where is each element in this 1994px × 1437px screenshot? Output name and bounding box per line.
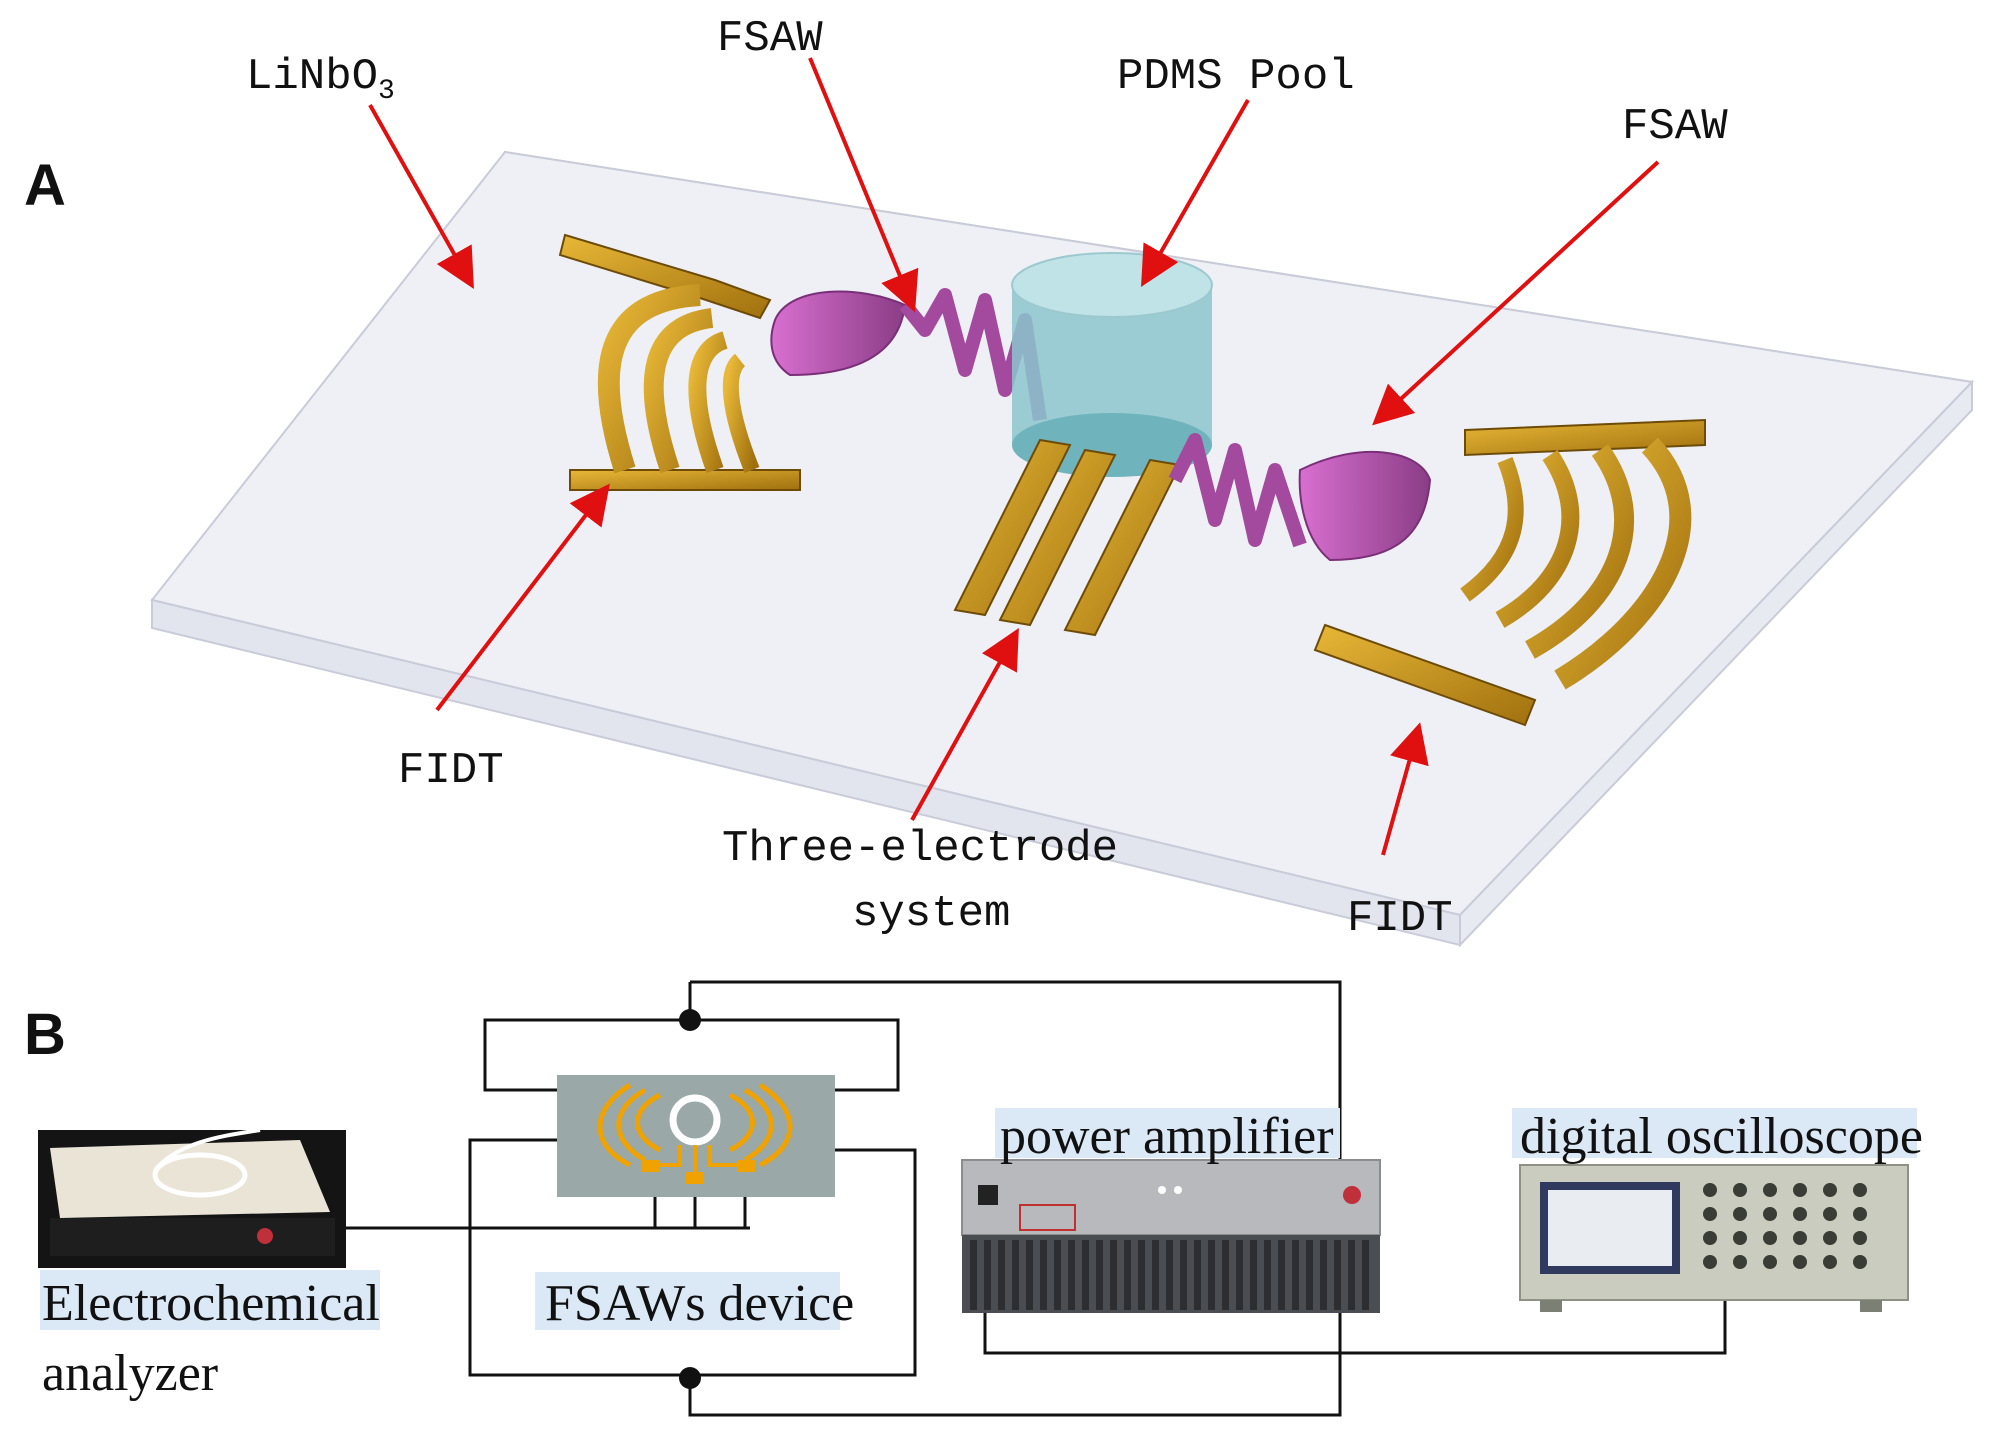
oscilloscope-knob — [1853, 1207, 1867, 1221]
oscilloscope-knob — [1793, 1183, 1807, 1197]
junction-bottom — [679, 1367, 701, 1389]
oscilloscope-knob — [1703, 1183, 1717, 1197]
arrow-fidt-left — [435, 483, 610, 712]
fsaws-device — [557, 1075, 835, 1197]
arrow-three-electrode — [910, 628, 1019, 821]
three-electrode-system — [953, 438, 1182, 637]
junction-top — [679, 1009, 701, 1031]
fidt-left — [558, 233, 801, 491]
heatsink-fin — [1278, 1240, 1285, 1310]
oscilloscope-knob — [1703, 1231, 1717, 1245]
pdms-pool-label: PDMS Pool — [1117, 52, 1355, 102]
oscilloscope-knobs — [1703, 1183, 1867, 1269]
fsaw-left-label: FSAW — [717, 14, 823, 64]
heatsink-fin — [1348, 1240, 1355, 1310]
heatsink-fin — [1334, 1240, 1341, 1310]
oscilloscope-knob — [1853, 1255, 1867, 1269]
heatsink-fin — [1152, 1240, 1159, 1310]
arrow-linbo3 — [368, 104, 474, 289]
oscilloscope-knob — [1853, 1183, 1867, 1197]
heatsink-fin — [1250, 1240, 1257, 1310]
power-amplifier — [961, 1159, 1381, 1313]
oscilloscope-knob — [1703, 1207, 1717, 1221]
heatsink-fin — [1222, 1240, 1229, 1310]
fidt-right — [1313, 418, 1706, 727]
heatsink-fin — [1320, 1240, 1327, 1310]
oscilloscope-knob — [1733, 1207, 1747, 1221]
heatsink-fin — [1194, 1240, 1201, 1310]
circuit-wires — [345, 980, 1727, 1417]
heatsink-fin — [1110, 1240, 1117, 1310]
fsaw-wave-right — [1168, 433, 1432, 562]
panel-a: A — [24, 14, 1975, 948]
heatsink-fin — [1026, 1240, 1033, 1310]
heatsink-fin — [1208, 1240, 1215, 1310]
heatsink-fin — [1124, 1240, 1131, 1310]
electrochemical-label-highlight — [40, 1270, 380, 1330]
arrow-fsaw-left — [808, 57, 919, 313]
heatsink-fin — [1236, 1240, 1243, 1310]
heatsink-fin — [1040, 1240, 1047, 1310]
heatsink-fin — [1054, 1240, 1061, 1310]
fidt-right-label: FIDT — [1347, 894, 1453, 944]
panel-a-letter: A — [24, 153, 66, 218]
linbo3-label: LiNbO3 — [246, 52, 395, 107]
heatsink-fins — [970, 1240, 1369, 1310]
heatsink-fin — [1082, 1240, 1089, 1310]
heatsink-fin — [1166, 1240, 1173, 1310]
oscilloscope-knob — [1703, 1255, 1717, 1269]
three-electrode-label-line2: system — [852, 889, 1010, 939]
electrochemical-analyzer — [38, 1128, 346, 1268]
oscilloscope-knob — [1733, 1255, 1747, 1269]
oscilloscope-knob — [1823, 1183, 1837, 1197]
oscilloscope-knob — [1793, 1255, 1807, 1269]
heatsink-fin — [1180, 1240, 1187, 1310]
heatsink-fin — [1012, 1240, 1019, 1310]
fsaw-right-label: FSAW — [1622, 102, 1728, 152]
digital-oscilloscope-label: digital oscilloscope — [1520, 1108, 1923, 1165]
oscilloscope-knob — [1733, 1183, 1747, 1197]
oscilloscope-knob — [1763, 1183, 1777, 1197]
power-amplifier-label: power amplifier — [1000, 1108, 1334, 1165]
heatsink-fin — [984, 1240, 991, 1310]
oscilloscope-knob — [1763, 1255, 1777, 1269]
heatsink-fin — [1362, 1240, 1369, 1310]
annotation-arrows — [368, 57, 1660, 856]
digital-oscilloscope — [1519, 1164, 1909, 1312]
oscilloscope-label-highlight — [1512, 1108, 1917, 1158]
oscilloscope-knob — [1853, 1231, 1867, 1245]
power-amplifier-label-highlight — [995, 1108, 1340, 1158]
electrochemical-label-line2: analyzer — [42, 1345, 218, 1402]
heatsink-fin — [998, 1240, 1005, 1310]
oscilloscope-knob — [1793, 1231, 1807, 1245]
panel-b: B — [24, 980, 1923, 1417]
oscilloscope-knob — [1733, 1231, 1747, 1245]
heatsink-fin — [1068, 1240, 1075, 1310]
three-electrode-label-line1: Three-electrode — [722, 824, 1118, 874]
oscilloscope-knob — [1823, 1207, 1837, 1221]
oscilloscope-knob — [1823, 1231, 1837, 1245]
arrow-fsaw-right — [1372, 160, 1660, 426]
fidt-left-label: FIDT — [398, 746, 504, 796]
heatsink-fin — [1306, 1240, 1313, 1310]
panel-b-letter: B — [24, 1002, 66, 1067]
heatsink-fin — [1264, 1240, 1271, 1310]
oscilloscope-knob — [1823, 1255, 1837, 1269]
arrow-fidt-right — [1381, 722, 1429, 856]
fsaws-device-label: FSAWs device — [545, 1275, 854, 1332]
heatsink-fin — [1138, 1240, 1145, 1310]
fsaws-label-highlight — [535, 1272, 840, 1330]
oscilloscope-knob — [1763, 1231, 1777, 1245]
oscilloscope-knob — [1793, 1207, 1807, 1221]
heatsink-fin — [970, 1240, 977, 1310]
arrow-pdms-pool — [1141, 99, 1250, 287]
heatsink-fin — [1096, 1240, 1103, 1310]
oscilloscope-knob — [1763, 1207, 1777, 1221]
electrochemical-label-line1: Electrochemical — [42, 1275, 380, 1332]
heatsink-fin — [1292, 1240, 1299, 1310]
